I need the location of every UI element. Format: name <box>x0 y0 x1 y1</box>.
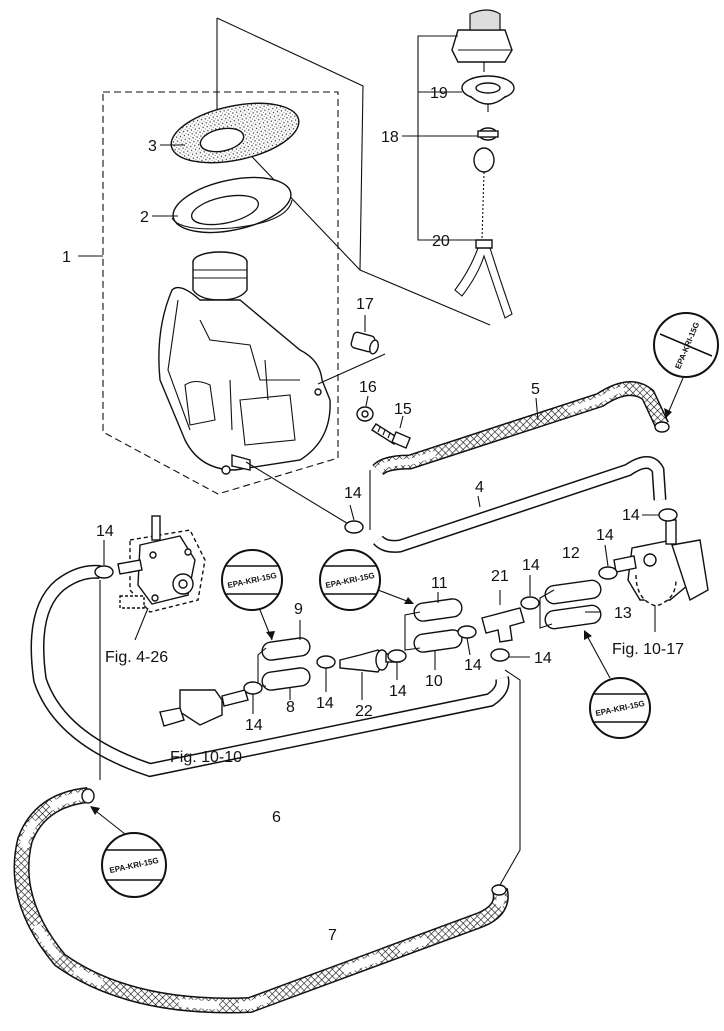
air-filter-element <box>170 102 300 164</box>
cap-leader-2 <box>216 17 364 271</box>
callout-17: 17 <box>356 296 374 313</box>
hose-7 <box>13 787 509 1014</box>
callout-14-f: 14 <box>596 527 614 544</box>
clamps-14 <box>94 508 678 695</box>
hose-6 <box>30 564 510 778</box>
vent-hose-5 <box>372 381 670 476</box>
callout-8: 8 <box>286 699 295 716</box>
callout-11: 11 <box>431 575 448 592</box>
callout-14-c: 14 <box>389 683 407 700</box>
callout-22: 22 <box>355 703 373 720</box>
fig-ref-4-26: Fig. 4-26 <box>105 649 168 666</box>
epa-badge-7: EPA-KRI-15G <box>101 832 167 898</box>
fuel-connector-10-10 <box>159 689 249 727</box>
epa-badge-9: EPA-KRI-15G <box>221 549 283 611</box>
callout-14-tank: 14 <box>344 485 362 502</box>
tank-outlet-leader <box>245 461 351 526</box>
callout-20: 20 <box>432 233 450 250</box>
epa-badge-13: EPA-KRI-15G <box>589 677 651 739</box>
cap-group-bracket <box>417 35 476 241</box>
callout-leaders <box>78 144 659 714</box>
hose-4 <box>373 456 667 553</box>
fuel-tank <box>158 251 331 475</box>
fuel-pump-4-26 <box>117 515 206 613</box>
cap-leader <box>216 18 491 326</box>
tee-fitting-21 <box>481 607 525 643</box>
callout-7: 7 <box>328 927 337 944</box>
callout-numbers: 1 2 3 4 5 6 7 8 9 10 11 12 13 14 14 14 1… <box>62 85 640 944</box>
callout-4: 4 <box>475 479 484 496</box>
hose-13 <box>544 604 602 630</box>
callout-15: 15 <box>394 401 412 418</box>
callout-21: 21 <box>491 568 509 585</box>
callout-13: 13 <box>614 605 632 622</box>
fitting-17 <box>350 331 379 355</box>
cap-gasket-19 <box>461 75 515 112</box>
callout-5: 5 <box>531 381 540 398</box>
callout-10: 10 <box>425 673 443 690</box>
epa-badge-top-right: EPA-KRI-15G <box>653 312 719 378</box>
washer-16 <box>356 406 374 422</box>
callout-3: 3 <box>148 138 157 155</box>
callout-14-a: 14 <box>245 717 263 734</box>
fig-ref-10-10: Fig. 10-10 <box>170 749 242 766</box>
epa-badge-group: EPA-KRI-15G EPA-KRI-15G EPA-KRI-15G EPA-… <box>90 312 719 898</box>
callout-1: 1 <box>62 249 71 266</box>
callout-14-d: 14 <box>464 657 482 674</box>
gasket-ring <box>171 176 293 234</box>
epa-badge-11: EPA-KRI-15G <box>319 549 381 611</box>
callout-14-g: 14 <box>622 507 640 524</box>
hose-10 <box>413 629 463 653</box>
retainer-chain-20 <box>454 147 513 319</box>
figure-references: Fig. 4-26 Fig. 10-10 Fig. 10-17 <box>105 641 684 766</box>
callout-12: 12 <box>562 545 580 562</box>
callout-2: 2 <box>140 209 149 226</box>
callout-6: 6 <box>272 809 281 826</box>
tank-vent-leader <box>317 353 386 385</box>
fuel-pump-10-17 <box>613 519 709 607</box>
callout-14-h: 14 <box>534 650 552 667</box>
callout-14-left: 14 <box>96 523 114 540</box>
callout-9: 9 <box>294 601 303 618</box>
callout-18: 18 <box>381 129 399 146</box>
fig-ref-10-17: Fig. 10-17 <box>612 641 684 658</box>
tank-assembly-box <box>102 91 339 495</box>
callout-19: 19 <box>430 85 448 102</box>
clip-18 <box>477 127 499 141</box>
hose-8 <box>261 667 311 691</box>
callout-14-e: 14 <box>522 557 540 574</box>
hose-9 <box>261 637 311 661</box>
fuel-cap <box>451 9 513 72</box>
callout-16: 16 <box>359 379 377 396</box>
callout-14-b: 14 <box>316 695 334 712</box>
hose-12 <box>544 579 602 605</box>
bolt-15 <box>371 423 411 449</box>
hose-7-leader <box>499 669 521 886</box>
